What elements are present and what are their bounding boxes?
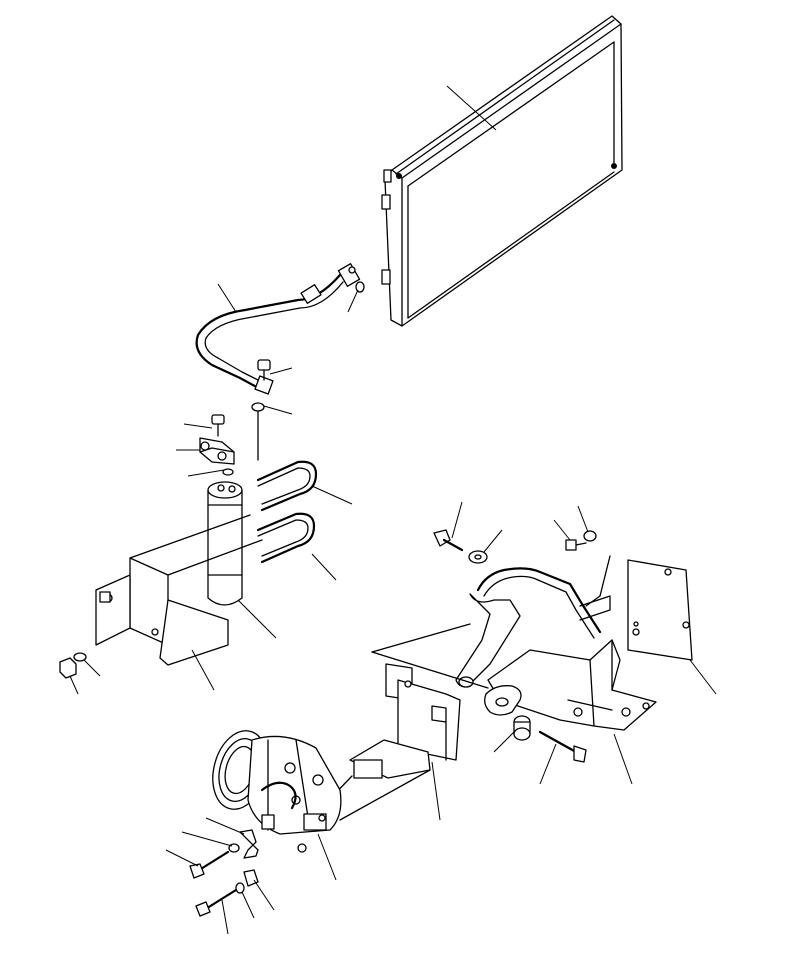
nut [243, 869, 259, 887]
washer [468, 550, 488, 564]
o-ring [222, 468, 234, 476]
bolt [565, 539, 587, 551]
bolt [538, 730, 587, 763]
o-ring [355, 281, 365, 293]
fitting [199, 437, 235, 465]
bolt [189, 850, 230, 879]
compressor-bracket [299, 663, 461, 831]
compressor [212, 730, 342, 853]
u-clamp [256, 512, 316, 564]
bolt [211, 414, 225, 437]
mount-plate [627, 559, 693, 661]
leader-lines [69, 85, 717, 935]
compressor-bracket [371, 555, 657, 731]
washer [235, 882, 245, 894]
condenser [381, 15, 623, 327]
drier-bracket [95, 514, 263, 666]
nut [59, 657, 77, 679]
spacer [513, 715, 531, 741]
washer [73, 652, 87, 662]
o-ring [251, 402, 265, 461]
idler-pulley-bracket [455, 567, 611, 688]
bolt [195, 888, 238, 917]
nut [583, 530, 597, 542]
receiver-drier [207, 481, 243, 606]
bolt [257, 359, 271, 381]
bolt [433, 529, 464, 552]
discharge-hose [195, 263, 361, 395]
u-clamp [256, 460, 318, 512]
washer [239, 829, 259, 859]
